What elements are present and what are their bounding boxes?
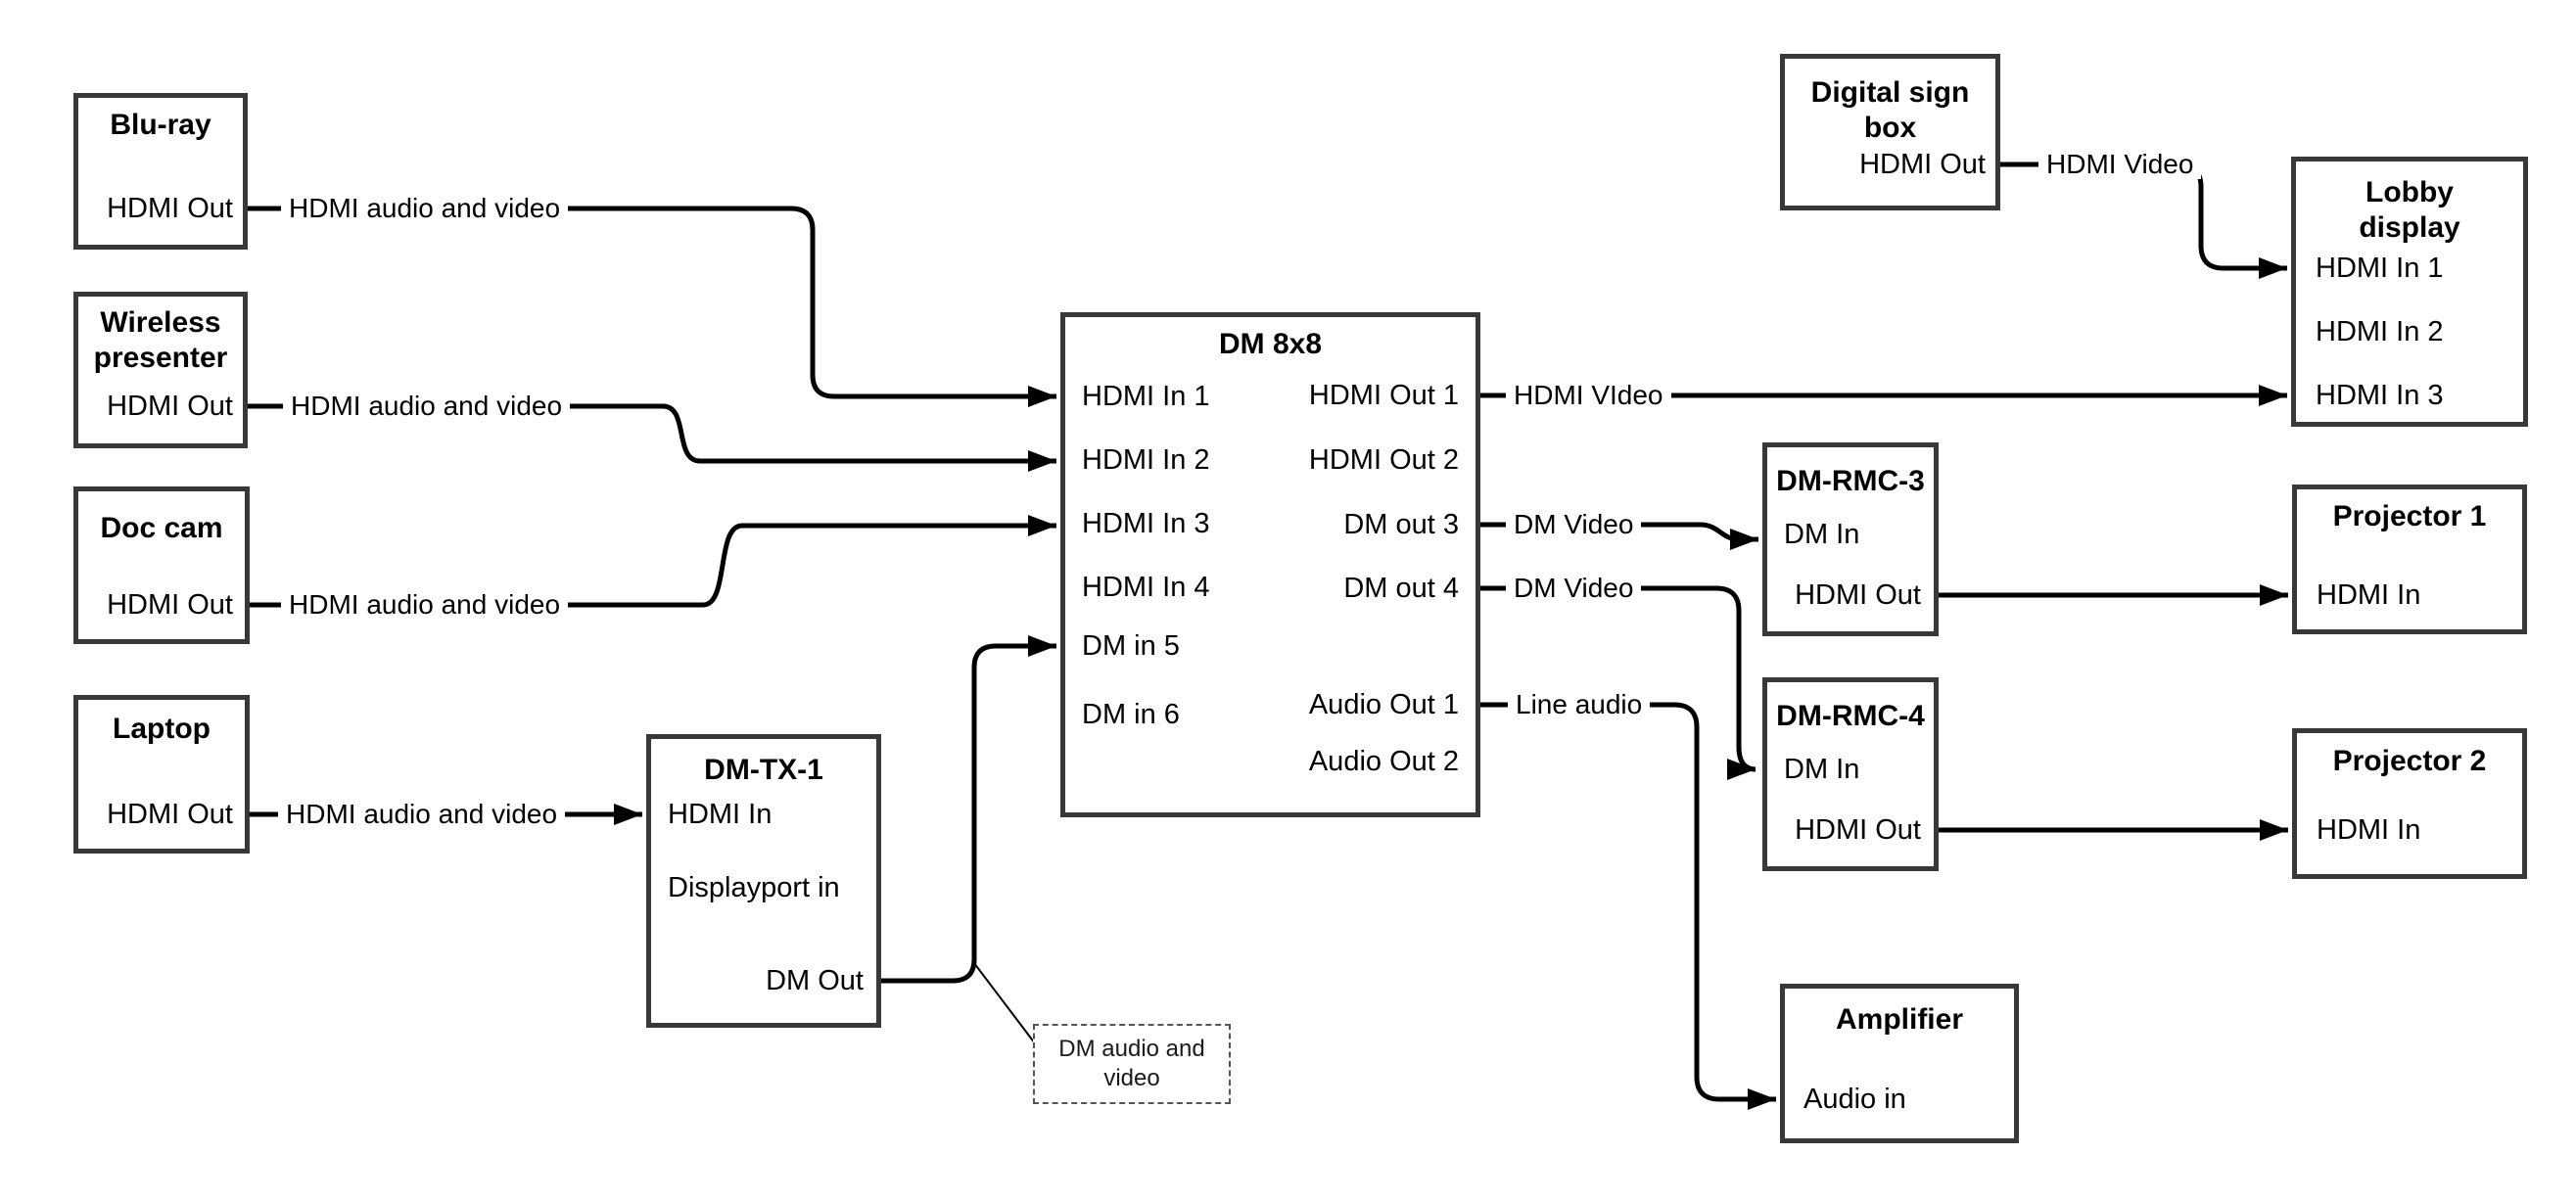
title-proj2: Projector 2 — [2332, 745, 2487, 777]
wire-label-audio-out-1: Line audio — [1508, 690, 1651, 719]
port-lobby-hdmi-in-2: HDMI In 2 — [2316, 316, 2444, 347]
port-lobby-hdmi-in-3: HDMI In 3 — [2316, 380, 2444, 411]
wire-dm8x8-audio-out-1-to-amplifier — [1480, 702, 1776, 1110]
box-lobby — [2291, 157, 2528, 427]
port-wireless-hdmi-out: HDMI Out — [107, 391, 233, 422]
wire-label-digisign: HDMI Video — [2038, 150, 2202, 179]
note-dm-audio-and-video: DM audio and video — [1033, 1024, 1231, 1104]
wire-wireless-to-dm8x8-hdmi-in-2 — [248, 403, 1056, 472]
port-doccam-hdmi-out: HDMI Out — [107, 589, 233, 621]
port-dm8x8-audio-out-1: Audio Out 1 — [1308, 689, 1459, 720]
box-dm8x8 — [1060, 312, 1480, 817]
port-dm8x8-audio-out-2: Audio Out 2 — [1308, 746, 1459, 777]
port-dm8x8-hdmi-out-1: HDMI Out 1 — [1308, 380, 1459, 411]
title-dmtx1: DM-TX-1 — [704, 754, 823, 786]
note-leader-line — [973, 962, 1036, 1044]
port-rmc3-dm-in: DM In — [1784, 519, 1860, 550]
title-bluray: Blu-ray — [110, 109, 211, 141]
port-dm8x8-hdmi-in-1: HDMI In 1 — [1082, 381, 1210, 412]
box-wireless — [73, 292, 248, 448]
port-dmtx1-displayport-in: Displayport in — [668, 872, 840, 903]
port-lobby-hdmi-in-1: HDMI In 1 — [2316, 253, 2444, 284]
port-dmtx1-dm-out: DM Out — [766, 965, 864, 996]
port-proj2-hdmi-in: HDMI In — [2317, 814, 2421, 846]
title-dm8x8: DM 8x8 — [1218, 328, 1323, 360]
title-rmc4: DM-RMC-4 — [1776, 700, 1925, 732]
box-bluray — [73, 93, 248, 250]
title-lobby: Lobby display — [2359, 176, 2460, 244]
port-dm8x8-hdmi-in-4: HDMI In 4 — [1082, 572, 1210, 603]
port-bluray-hdmi-out: HDMI Out — [107, 193, 233, 224]
port-dm8x8-hdmi-out-2: HDMI Out 2 — [1308, 444, 1459, 476]
wire-label-wireless: HDMI audio and video — [283, 392, 571, 421]
port-dm8x8-dm-in-6: DM in 6 — [1082, 699, 1180, 730]
port-dm8x8-hdmi-in-3: HDMI In 3 — [1082, 508, 1210, 539]
box-rmc3 — [1762, 442, 1939, 636]
wire-dmtx1-dmout-to-dm8x8-dm-in-5 — [881, 635, 1056, 984]
wire-label-dm-out-3: DM Video — [1506, 510, 1642, 539]
port-rmc3-hdmi-out: HDMI Out — [1795, 579, 1921, 611]
box-amplifier — [1780, 984, 2019, 1143]
wire-label-hdmi-out-1: HDMI VIdeo — [1506, 381, 1671, 410]
wire-label-laptop: HDMI audio and video — [278, 800, 566, 829]
title-proj1: Projector 1 — [2332, 500, 2487, 532]
box-laptop — [73, 695, 250, 854]
wire-label-doccam: HDMI audio and video — [281, 590, 569, 620]
title-doccam: Doc cam — [100, 512, 223, 544]
wire-doccam-to-dm8x8-hdmi-in-3 — [250, 515, 1056, 608]
wire-label-bluray: HDMI audio and video — [281, 194, 569, 223]
wire-digisign-to-lobby-hdmi-in-1 — [2000, 162, 2287, 279]
port-amplifier-audio-in: Audio in — [1803, 1084, 1906, 1115]
wire-bluray-to-dm8x8-hdmi-in-1 — [248, 206, 1056, 407]
box-rmc4 — [1762, 677, 1939, 871]
box-proj1 — [2292, 485, 2527, 634]
port-dm8x8-dm-out-4: DM out 4 — [1343, 573, 1459, 604]
title-wireless: Wireless presenter — [93, 306, 228, 374]
port-proj1-hdmi-in: HDMI In — [2317, 579, 2421, 611]
port-dm8x8-dm-out-3: DM out 3 — [1343, 509, 1459, 540]
port-digisign-hdmi-out: HDMI Out — [1859, 149, 1986, 180]
port-dm8x8-hdmi-in-2: HDMI In 2 — [1082, 444, 1210, 476]
title-rmc3: DM-RMC-3 — [1776, 465, 1925, 497]
box-dmtx1 — [646, 734, 881, 1028]
box-doccam — [73, 486, 250, 644]
wire-dm8x8-dm-out-4-to-rmc4-dm-in — [1480, 585, 1756, 780]
port-dm8x8-dm-in-5: DM in 5 — [1082, 630, 1180, 662]
port-rmc4-hdmi-out: HDMI Out — [1795, 814, 1921, 846]
port-rmc4-dm-in: DM In — [1784, 754, 1860, 785]
port-dmtx1-hdmi-in: HDMI In — [668, 799, 773, 830]
box-proj2 — [2292, 728, 2527, 879]
title-amplifier: Amplifier — [1835, 1003, 1964, 1036]
title-digisign: Digital sign box — [1810, 76, 1970, 144]
wire-label-dm-out-4: DM Video — [1506, 574, 1642, 603]
box-digisign — [1780, 54, 2000, 210]
title-laptop: Laptop — [113, 713, 211, 745]
port-laptop-hdmi-out: HDMI Out — [107, 799, 233, 830]
wire-dm8x8-dm-out-3-to-rmc3-dm-in — [1480, 522, 1758, 550]
